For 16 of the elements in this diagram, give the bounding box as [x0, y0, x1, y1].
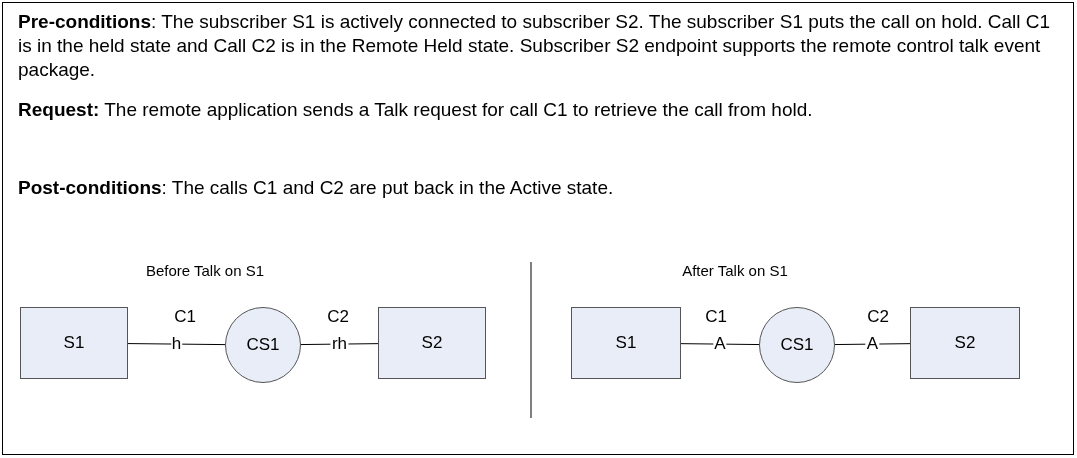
- call-label: C1: [174, 308, 196, 326]
- call-label: C2: [327, 308, 349, 326]
- condition-paragraph: Pre-conditions: The subscriber S1 is actively connected to subscriber S2. The subscriber S1 puts the call on hold. Call C1 is in the held state and Call C2 is in the Remote Held state. Subscriber S2 endpoint supports the remote control talk event package.: [18, 10, 1052, 82]
- panel-heading: After Talk on S1: [682, 262, 788, 280]
- connector-line: [127, 343, 226, 346]
- subscriber-box: S2: [910, 307, 1020, 379]
- switch-circle: CS1: [225, 307, 301, 383]
- subscriber-box: S2: [378, 307, 486, 379]
- condition-paragraph: Request: The remote application sends a Talk request for call C1 to retrieve the call from hold.: [18, 98, 814, 122]
- subscriber-box: S1: [571, 307, 681, 379]
- condition-paragraph: Post-conditions: The calls C1 and C2 are put back in the Active state.: [18, 176, 615, 200]
- call-label: C2: [867, 308, 889, 326]
- panel-heading: Before Talk on S1: [145, 262, 265, 280]
- switch-circle: CS1: [759, 307, 835, 383]
- call-label: C1: [705, 308, 727, 326]
- subscriber-box: S1: [20, 307, 128, 379]
